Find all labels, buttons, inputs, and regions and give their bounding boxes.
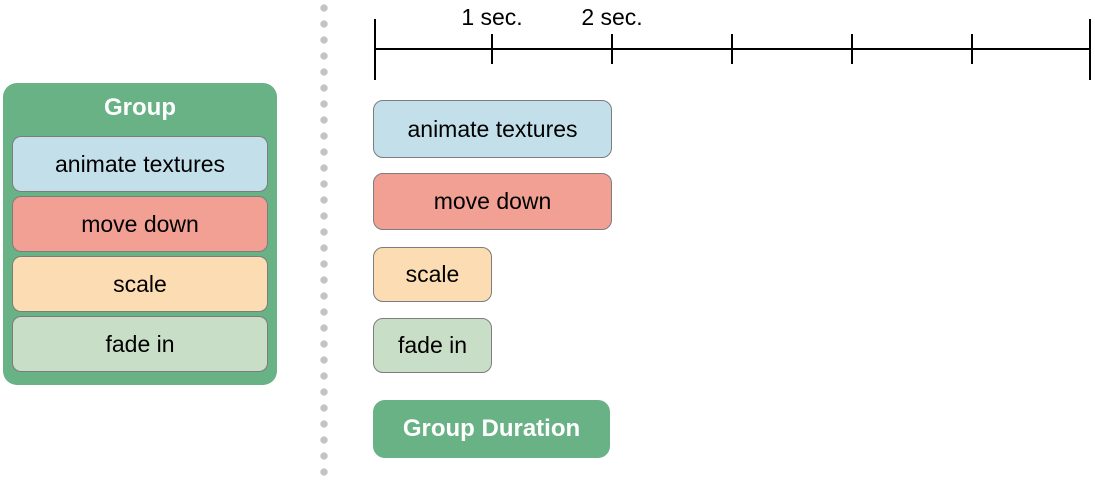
timeline-end-tick [1089, 19, 1091, 80]
timeline-label-2sec: 2 sec. [581, 4, 643, 30]
timeline-tick-4sec [851, 34, 853, 64]
duration-bar-animate-textures: animate textures [373, 100, 612, 158]
duration-bar-scale: scale [373, 247, 492, 302]
duration-bar-fade-in: fade in [373, 318, 492, 373]
timeline-label-1sec: 1 sec. [461, 4, 523, 30]
group-action-bar-animate-textures: animate textures [12, 136, 268, 192]
timeline-tick-2sec [611, 34, 613, 64]
group-action-bar-scale: scale [12, 256, 268, 312]
timeline-start-tick [374, 19, 376, 80]
group-panel-title: Group [104, 94, 176, 121]
timeline-tick-1sec [491, 34, 493, 64]
dotted-separator [320, 0, 328, 482]
group-panel: Group animate textures move down scale f… [3, 83, 277, 385]
group-action-bar-move-down: move down [12, 196, 268, 252]
group-action-bar-fade-in: fade in [12, 316, 268, 372]
timeline-tick-3sec [731, 34, 733, 64]
duration-bar-group-duration: Group Duration [373, 400, 610, 458]
duration-bar-move-down: move down [373, 173, 612, 230]
timeline-tick-5sec [971, 34, 973, 64]
